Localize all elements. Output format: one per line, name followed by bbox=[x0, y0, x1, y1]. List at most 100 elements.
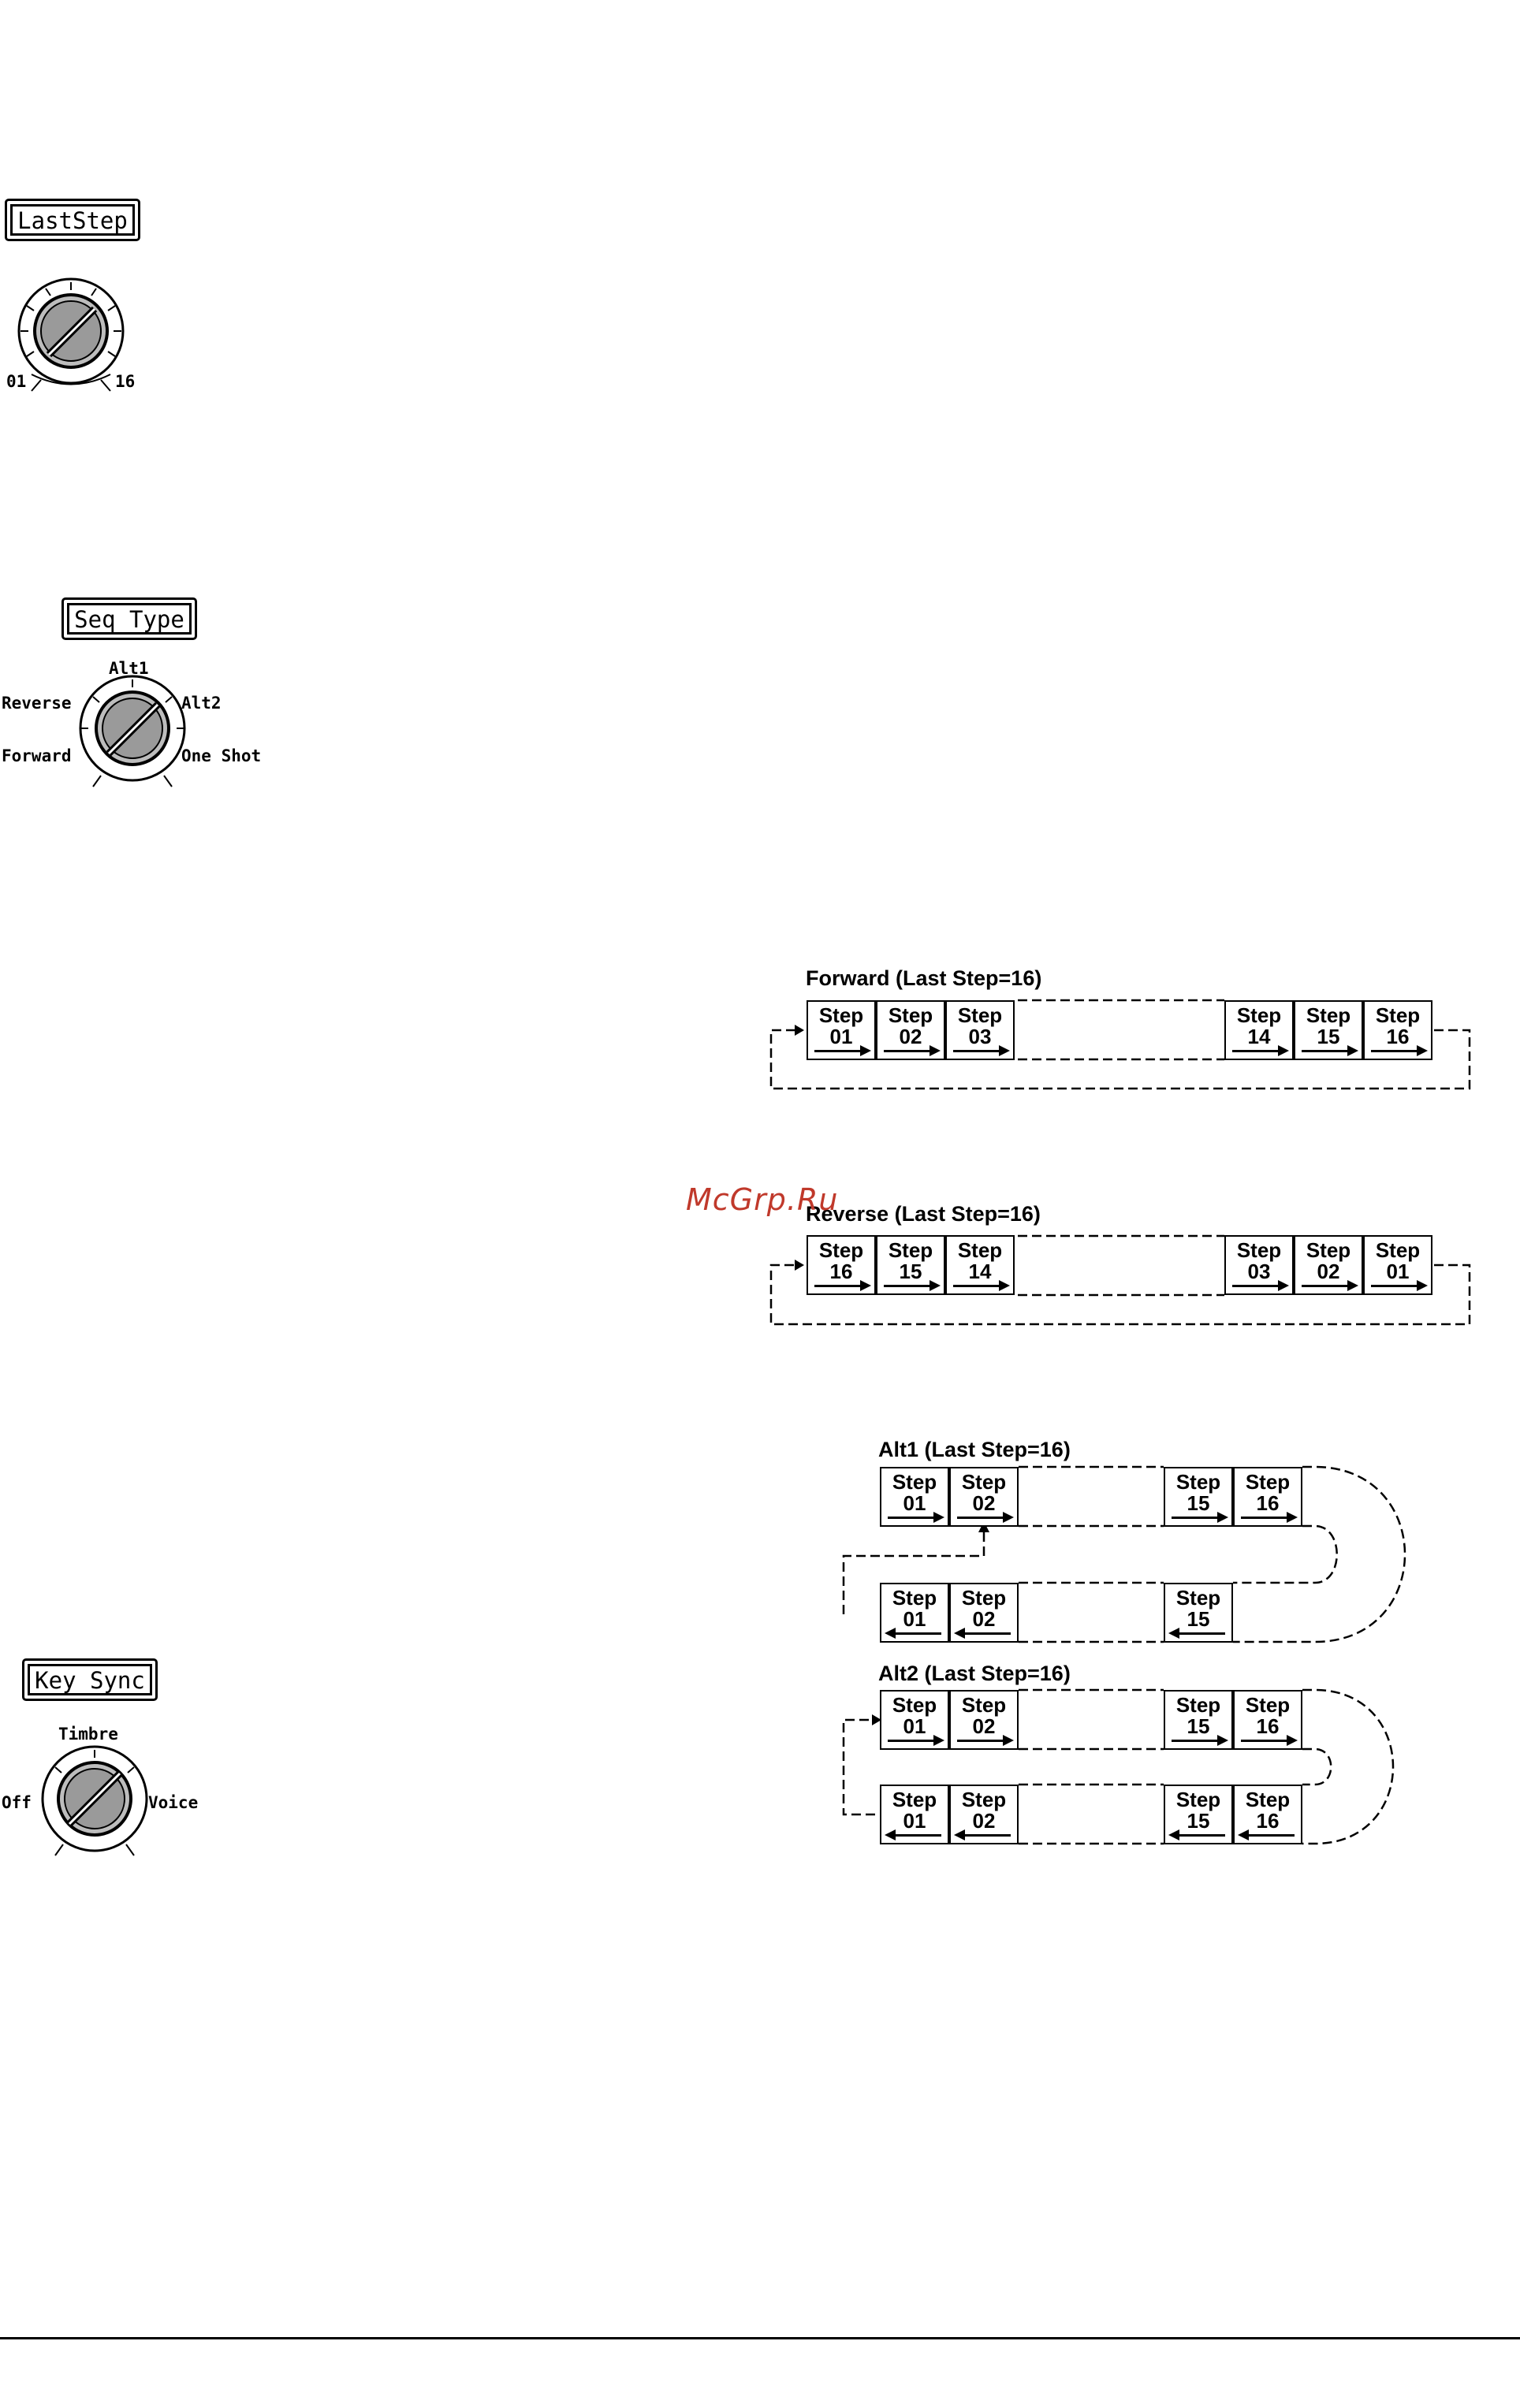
step-number: 16 bbox=[1386, 1025, 1410, 1048]
step-number: 16 bbox=[1256, 1809, 1280, 1833]
right-arrow-icon bbox=[884, 1045, 941, 1056]
right-arrow-icon bbox=[1371, 1045, 1428, 1056]
step-number: 15 bbox=[1187, 1714, 1210, 1738]
step-number: 15 bbox=[899, 1260, 922, 1283]
step-word: Step bbox=[1245, 1693, 1291, 1717]
right-arrow-icon bbox=[814, 1280, 871, 1291]
step-number: 01 bbox=[903, 1714, 926, 1738]
seq-type-label-reverse: Reverse bbox=[2, 694, 72, 713]
step-word: Step bbox=[1375, 1238, 1421, 1262]
right-arrow-icon bbox=[1302, 1280, 1358, 1291]
alt2-step: Step 16 bbox=[1233, 1690, 1302, 1750]
right-arrow-icon bbox=[957, 1512, 1014, 1523]
key-sync-label-off: Off bbox=[2, 1793, 32, 1812]
last-step-title: LastStep bbox=[5, 199, 140, 241]
step-number: 03 bbox=[1247, 1260, 1271, 1283]
step-word: Step bbox=[888, 1003, 933, 1027]
step-word: Step bbox=[1375, 1003, 1421, 1027]
alt2-diagram-title: Alt2 (Last Step=16) bbox=[878, 1662, 1071, 1685]
alt2-step: Step 01 bbox=[880, 1785, 949, 1844]
step-word: Step bbox=[957, 1238, 1003, 1262]
left-arrow-icon bbox=[954, 1628, 1011, 1639]
forward-step: Step 16 bbox=[1363, 1000, 1432, 1060]
step-number: 15 bbox=[1187, 1607, 1210, 1631]
right-arrow-icon bbox=[1232, 1045, 1289, 1056]
seq-type-label-forward: Forward bbox=[2, 746, 72, 765]
alt1-step: Step 15 bbox=[1164, 1467, 1233, 1527]
alt1-step: Step 02 bbox=[949, 1583, 1019, 1643]
step-word: Step bbox=[892, 1586, 937, 1610]
step-number: 15 bbox=[1187, 1491, 1210, 1515]
alt1-step: Step 01 bbox=[880, 1467, 949, 1527]
step-word: Step bbox=[1175, 1586, 1221, 1610]
step-word: Step bbox=[1245, 1470, 1291, 1494]
alt2-step: Step 02 bbox=[949, 1690, 1019, 1750]
footer-divider bbox=[0, 2337, 1520, 2339]
alt1-step: Step 16 bbox=[1233, 1467, 1302, 1527]
alt1-step: Step 02 bbox=[949, 1467, 1019, 1527]
right-arrow-icon bbox=[814, 1045, 871, 1056]
step-word: Step bbox=[818, 1003, 864, 1027]
seq-type-label-alt2: Alt2 bbox=[181, 694, 222, 713]
step-number: 16 bbox=[1256, 1491, 1280, 1515]
step-word: Step bbox=[1175, 1788, 1221, 1811]
alt2-step: Step 01 bbox=[880, 1690, 949, 1750]
reverse-step: Step 14 bbox=[945, 1235, 1015, 1295]
seq-type-label-one-shot: One Shot bbox=[181, 746, 262, 765]
forward-diagram-title: Forward (Last Step=16) bbox=[806, 966, 1042, 990]
left-arrow-icon bbox=[954, 1829, 1011, 1840]
step-number: 15 bbox=[1317, 1025, 1340, 1048]
key-sync-label-voice: Voice bbox=[148, 1793, 199, 1812]
key-sync-knob[interactable] bbox=[32, 1739, 158, 1857]
right-arrow-icon bbox=[1241, 1735, 1298, 1746]
left-arrow-icon bbox=[1168, 1628, 1225, 1639]
alt2-step: Step 02 bbox=[949, 1785, 1019, 1844]
right-arrow-icon bbox=[953, 1280, 1010, 1291]
right-arrow-icon bbox=[884, 1280, 941, 1291]
right-arrow-icon bbox=[1241, 1512, 1298, 1523]
step-number: 16 bbox=[829, 1260, 853, 1283]
last-step-knob[interactable] bbox=[8, 276, 134, 394]
right-arrow-icon bbox=[1172, 1735, 1228, 1746]
left-arrow-icon bbox=[885, 1628, 941, 1639]
last-step-min-label: 01 bbox=[6, 372, 27, 391]
step-number: 02 bbox=[1317, 1260, 1340, 1283]
step-number: 02 bbox=[972, 1714, 996, 1738]
forward-step: Step 01 bbox=[807, 1000, 876, 1060]
step-number: 01 bbox=[903, 1491, 926, 1515]
alt2-step: Step 16 bbox=[1233, 1785, 1302, 1844]
step-number: 02 bbox=[972, 1607, 996, 1631]
step-word: Step bbox=[961, 1788, 1007, 1811]
step-word: Step bbox=[818, 1238, 864, 1262]
step-word: Step bbox=[961, 1693, 1007, 1717]
right-arrow-icon bbox=[1371, 1280, 1428, 1291]
alt2-step: Step 15 bbox=[1164, 1690, 1233, 1750]
step-word: Step bbox=[957, 1003, 1003, 1027]
step-number: 16 bbox=[1256, 1714, 1280, 1738]
right-arrow-icon bbox=[888, 1735, 944, 1746]
reverse-step: Step 16 bbox=[807, 1235, 876, 1295]
step-number: 01 bbox=[1386, 1260, 1410, 1283]
left-arrow-icon bbox=[1168, 1829, 1225, 1840]
reverse-step: Step 03 bbox=[1224, 1235, 1294, 1295]
forward-step: Step 03 bbox=[945, 1000, 1015, 1060]
seq-type-knob[interactable] bbox=[69, 675, 196, 793]
step-word: Step bbox=[892, 1693, 937, 1717]
step-number: 02 bbox=[972, 1809, 996, 1833]
alt1-step: Step 01 bbox=[880, 1583, 949, 1643]
step-word: Step bbox=[1175, 1470, 1221, 1494]
right-arrow-icon bbox=[1172, 1512, 1228, 1523]
alt1-diagram-title: Alt1 (Last Step=16) bbox=[878, 1438, 1071, 1461]
step-word: Step bbox=[961, 1586, 1007, 1610]
left-arrow-icon bbox=[1238, 1829, 1295, 1840]
forward-step: Step 14 bbox=[1224, 1000, 1294, 1060]
alt1-step: Step 15 bbox=[1164, 1583, 1233, 1643]
step-number: 02 bbox=[972, 1491, 996, 1515]
reverse-step: Step 02 bbox=[1294, 1235, 1363, 1295]
step-word: Step bbox=[1245, 1788, 1291, 1811]
key-sync-title: Key Sync bbox=[22, 1658, 158, 1701]
step-number: 03 bbox=[968, 1025, 992, 1048]
step-word: Step bbox=[892, 1470, 937, 1494]
step-number: 01 bbox=[903, 1607, 926, 1631]
